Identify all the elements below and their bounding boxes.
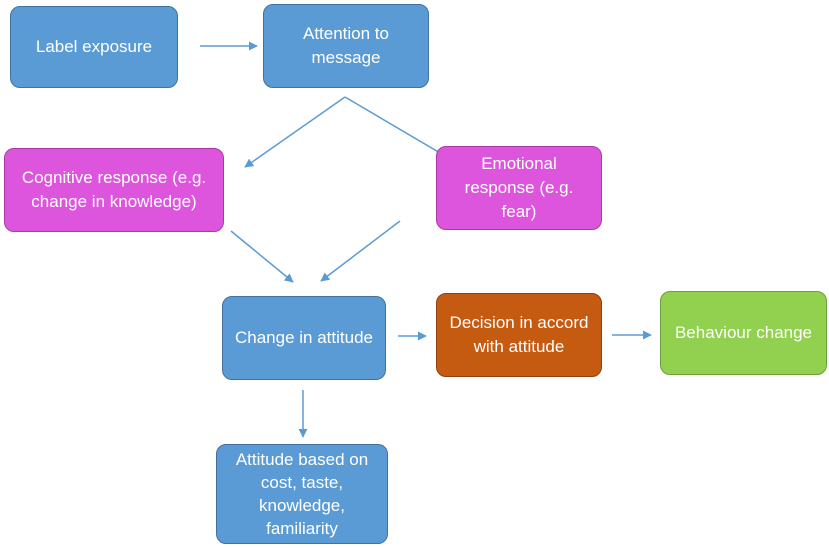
node-behaviour-change-text: Behaviour change [674,323,813,342]
arrow-cognitive-to-change [230,230,294,283]
node-attention-to-message: Attention to message [263,4,429,88]
node-label-exposure-text: Label exposure [35,37,153,56]
node-attention-to-message-text: Attention to message [302,24,389,67]
node-change-in-attitude: Change in attitude [222,296,386,380]
node-emotional-response: Emotional response (e.g. fear) [436,146,602,230]
node-change-in-attitude-text: Change in attitude [235,328,373,347]
node-cognitive-response-text: Cognitive response (e.g. change in knowl… [21,168,207,211]
node-emotional-response-text: Emotional response (e.g. fear) [464,154,574,221]
node-cognitive-response: Cognitive response (e.g. change in knowl… [4,148,224,232]
node-label-exposure: Label exposure [10,6,178,88]
node-decision: Decision in accord with attitude [436,293,602,377]
node-attitude-basis-text: Attitude based on cost, taste, knowledge… [235,450,369,538]
arrow-emotional-to-change [320,220,401,282]
arrow-attention-to-cognitive [244,96,346,168]
node-attitude-basis: Attitude based on cost, taste, knowledge… [216,444,388,544]
arrow-attention-to-emotional [344,96,453,161]
node-behaviour-change: Behaviour change [660,291,827,375]
node-decision-text: Decision in accord with attitude [449,313,589,356]
